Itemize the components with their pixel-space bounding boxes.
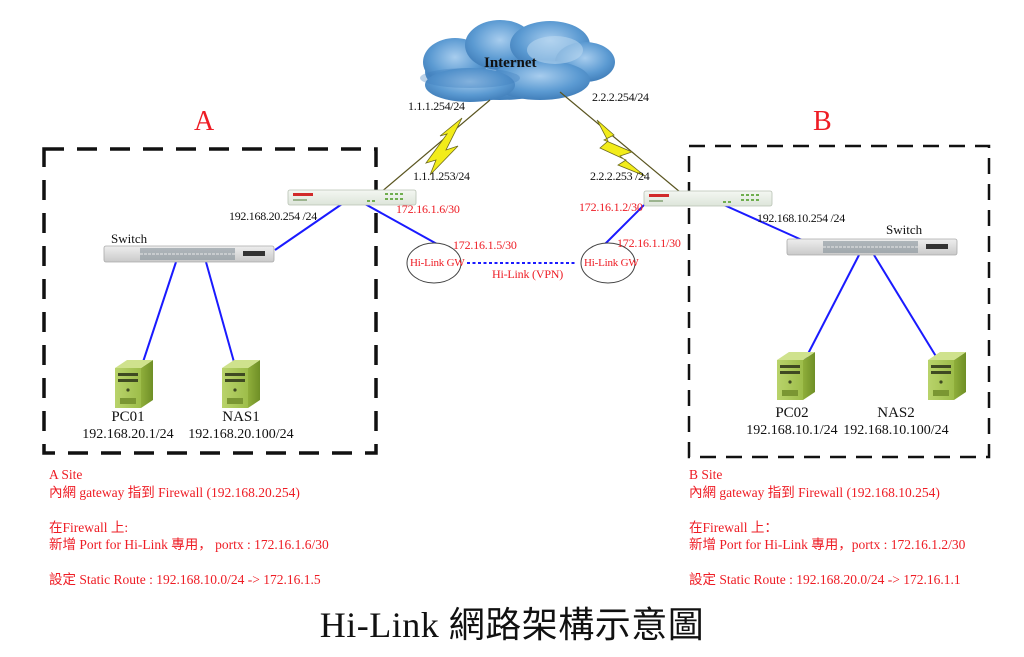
nas2-name: NAS2 (877, 405, 915, 421)
site-b-note-line (689, 554, 965, 572)
site-b-boundary (687, 144, 991, 459)
site-a-note-line (49, 554, 329, 572)
nas1-ip: 192.168.20.100/24 (188, 427, 294, 442)
site-b-lan-ip: 192.168.10.254 /24 (757, 211, 845, 225)
site-a-gw-ip: 172.16.1.5/30 (453, 238, 517, 252)
nas1-name: NAS1 (222, 409, 260, 425)
site-b-hilink-port-ip: 172.16.1.2/30 (579, 200, 643, 214)
site-a-gw-label: Hi-Link GW (410, 257, 465, 269)
link-switch-a-to-nas1 (205, 261, 235, 363)
site-a-boundary (42, 147, 378, 455)
link-fw-a-to-gw-a (364, 203, 438, 245)
pc01-server-icon (115, 360, 153, 408)
site-b-notes: B Site 內網 gateway 指到 Firewall (192.168.1… (689, 466, 965, 589)
site-b-note-line: 新增 Port for Hi-Link 專用，portx : 172.16.1.… (689, 537, 966, 552)
switch-b-icon (786, 238, 958, 256)
switch-b-label: Switch (886, 222, 923, 237)
internet-cloud-icon (420, 20, 615, 102)
internet-left-ip: 1.1.1.254/24 (408, 99, 465, 113)
site-b-wan-ip: 2.2.2.253 /24 (590, 169, 650, 183)
site-b-letter: B (813, 106, 832, 137)
hilink-gw-a-node (406, 242, 462, 284)
link-switch-b-to-nas2 (873, 254, 938, 359)
site-b-note-line (689, 501, 965, 519)
pc02-ip: 192.168.10.1/24 (746, 423, 838, 438)
site-a-note-line: 設定 Static Route : 192.168.10.0/24 -> 172… (49, 572, 321, 587)
site-a-note-line: 新增 Port for Hi-Link 專用， portx : 172.16.1… (49, 537, 329, 552)
site-a-note-line: 在Firewall 上: (49, 519, 129, 535)
firewall-a-icon (287, 189, 417, 206)
pc02-server-icon (777, 352, 815, 400)
switch-a-icon (103, 245, 275, 263)
link-fw-b-to-switch-b (723, 204, 803, 241)
site-b-gw-label: Hi-Link GW (584, 257, 639, 269)
diagram-title: Hi-Link 網路架構示意圖 (319, 605, 705, 645)
site-a-notes: A Site 內網 gateway 指到 Firewall (192.168.2… (49, 466, 329, 589)
link-fw-a-to-switch-a (274, 203, 343, 251)
internet-right-ip: 2.2.2.254/24 (592, 90, 649, 104)
site-a-wan-ip: 1.1.1.253/24 (413, 169, 470, 183)
link-fw-b-to-gw-b (603, 204, 645, 246)
site-b-note-line: 設定 Static Route : 192.168.20.0/24 -> 172… (689, 572, 961, 587)
site-a-lan-ip: 192.168.20.254 /24 (229, 209, 317, 223)
switch-a-label: Switch (111, 231, 148, 246)
nas1-server-icon (222, 360, 260, 408)
wan-link-b (559, 91, 681, 193)
wan-link-a (379, 99, 491, 194)
hilink-gw-b-node (580, 242, 636, 284)
nas2-server-icon (928, 352, 966, 400)
site-a-hilink-port-ip: 172.16.1.6/30 (396, 202, 460, 216)
pc01-name: PC01 (111, 409, 145, 425)
nas2-ip: 192.168.10.100/24 (843, 423, 949, 438)
vpn-label: Hi-Link (VPN) (492, 267, 564, 281)
site-a-note-line: A Site (49, 467, 83, 482)
pc02-name: PC02 (775, 405, 809, 421)
link-switch-a-to-pc01 (142, 261, 177, 363)
site-a-letter: A (194, 106, 215, 137)
site-a-note-line: 內網 gateway 指到 Firewall (192.168.20.254) (49, 484, 300, 500)
site-b-note-line: 內網 gateway 指到 Firewall (192.168.10.254) (689, 484, 940, 500)
site-b-note-line: B Site (689, 467, 723, 482)
site-b-note-line: 在Firewall 上： (689, 519, 778, 535)
firewall-b-icon (643, 190, 773, 207)
site-b-gw-ip: 172.16.1.1/30 (617, 236, 681, 250)
site-a-note-line (49, 501, 329, 519)
pc01-ip: 192.168.20.1/24 (82, 427, 174, 442)
internet-label: Internet (484, 55, 537, 71)
